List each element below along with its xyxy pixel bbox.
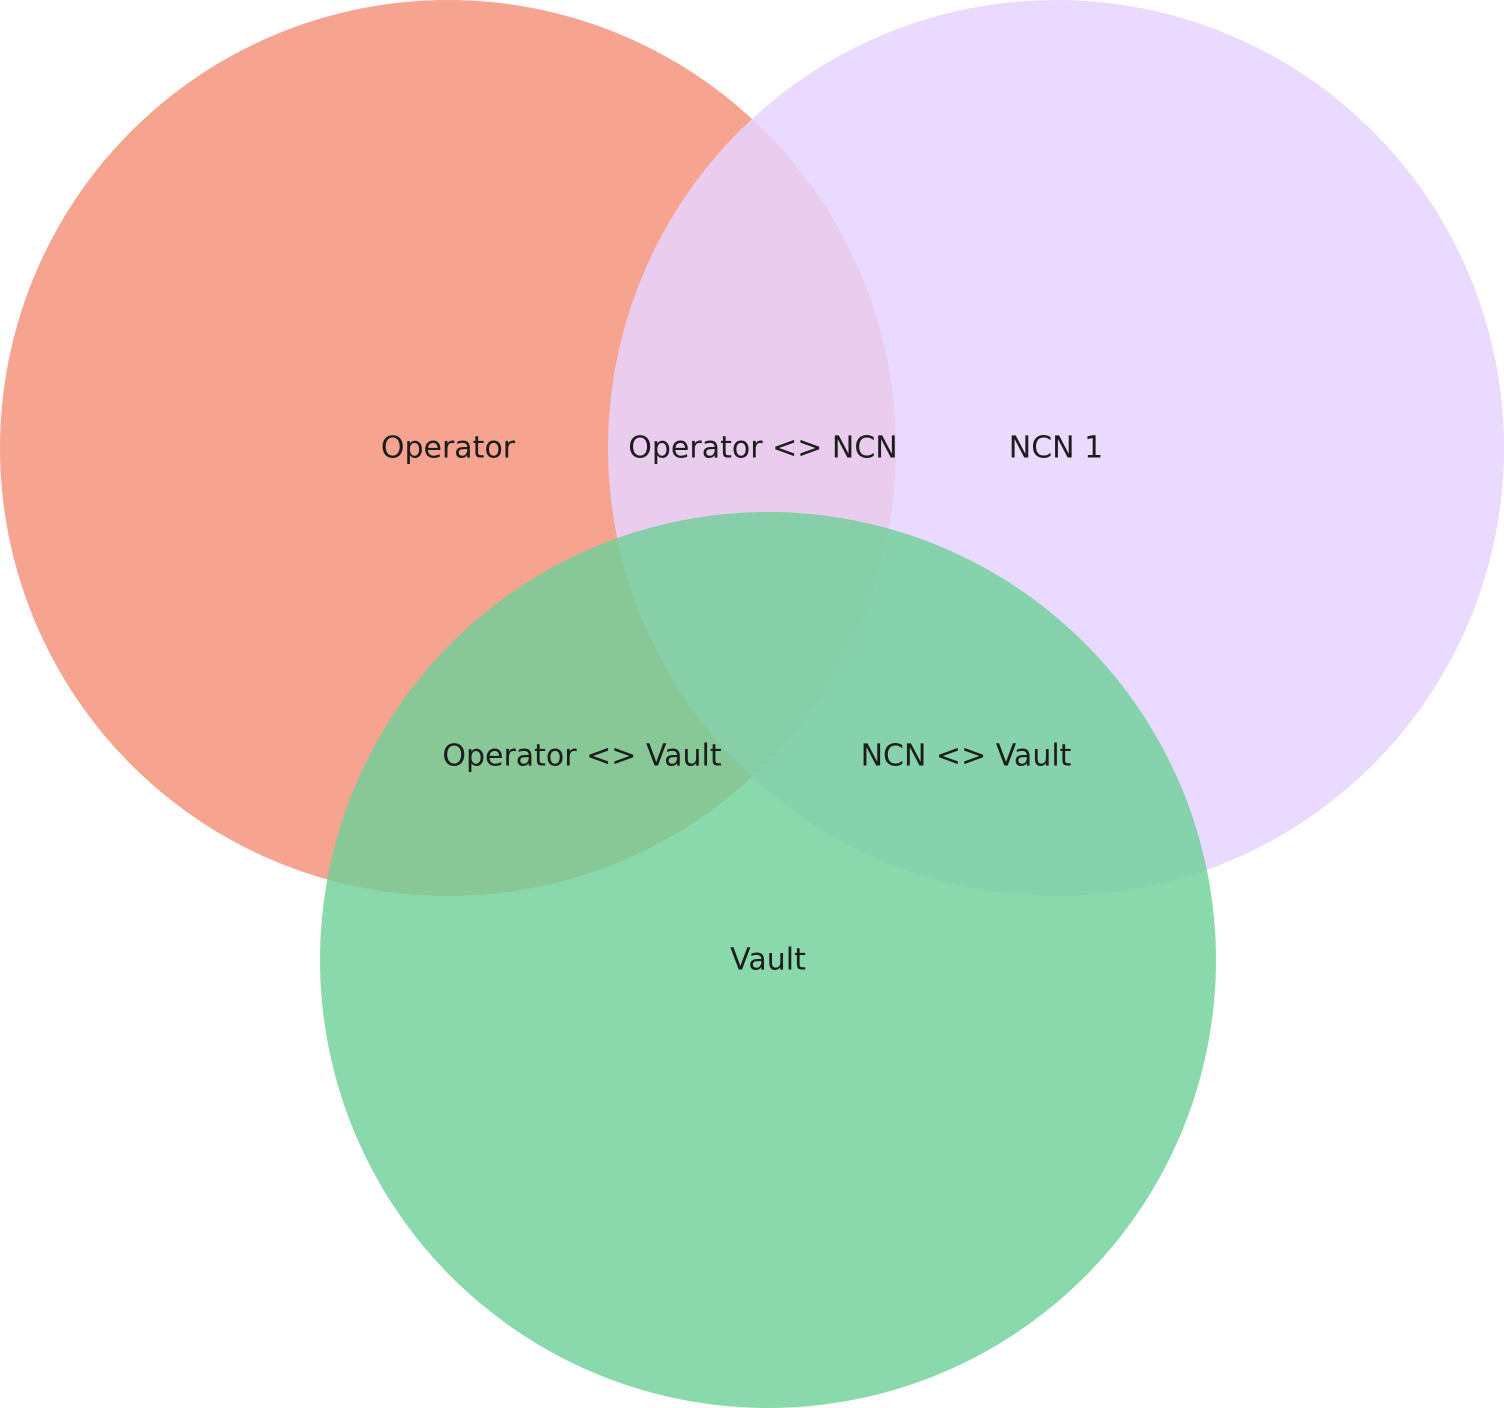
ncn-vault-intersection-label: NCN <> Vault [861, 739, 1072, 774]
operator-vault-intersection-label: Operator <> Vault [442, 739, 722, 774]
operator-ncn-intersection-label: Operator <> NCN [628, 431, 897, 466]
vault-label: Vault [730, 943, 806, 978]
operator-label: Operator [381, 431, 516, 466]
vault-circle [320, 512, 1216, 1408]
ncn-label: NCN 1 [1009, 431, 1103, 466]
